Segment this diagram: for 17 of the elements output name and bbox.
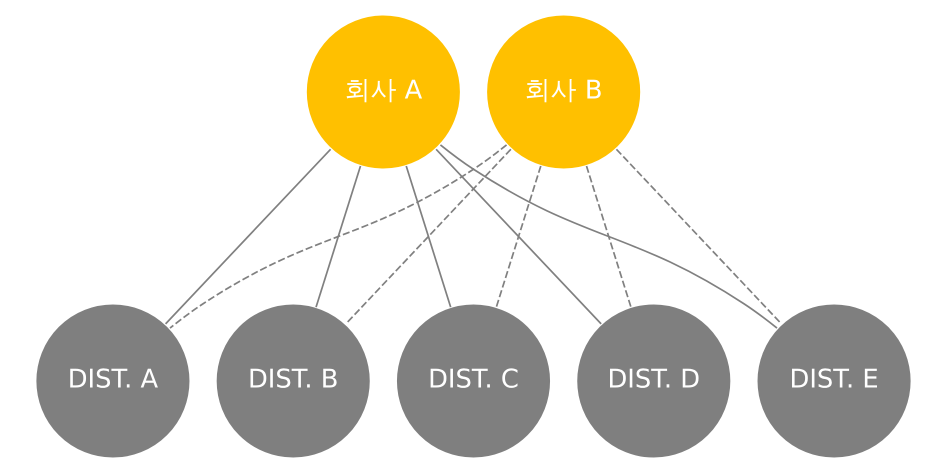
connector <box>439 144 778 328</box>
connector <box>585 165 632 307</box>
node-circle: DIST. E <box>756 302 912 458</box>
connector <box>495 165 542 307</box>
node-circle: DIST. A <box>34 302 190 458</box>
connector <box>435 148 602 324</box>
connector <box>164 148 331 324</box>
node-circle: DIST. C <box>395 302 551 458</box>
connector <box>168 144 507 328</box>
node-circle: 회사 A <box>304 14 461 170</box>
connector <box>344 148 511 324</box>
connector <box>314 165 361 307</box>
node-circle: DIST. B <box>214 302 371 458</box>
connector <box>404 165 451 307</box>
node-circle: 회사 B <box>485 14 642 170</box>
connector <box>615 148 782 324</box>
node-circle: DIST. D <box>575 302 732 458</box>
